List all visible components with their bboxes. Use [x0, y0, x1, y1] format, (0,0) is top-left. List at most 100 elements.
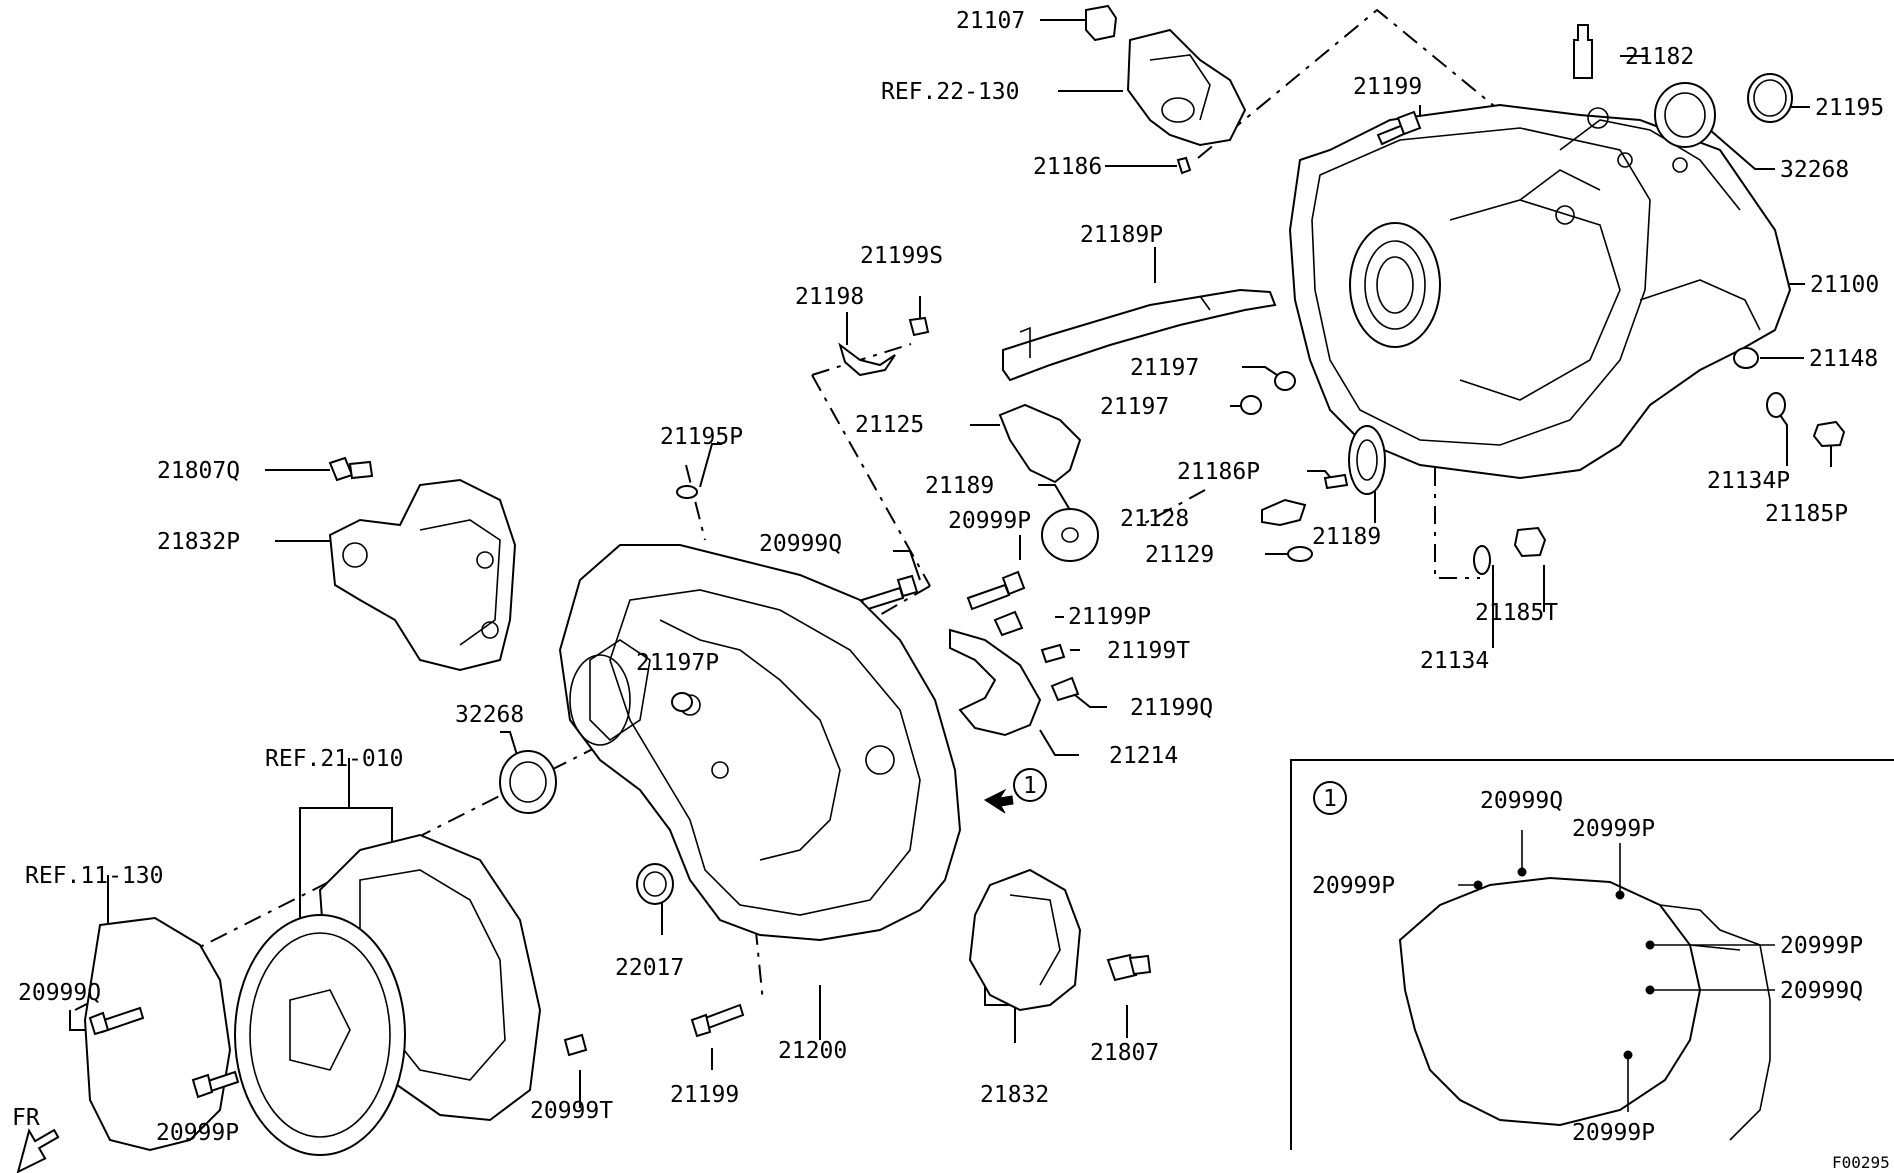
label-21199-top: 21199 [1353, 74, 1422, 100]
label-21198: 21198 [795, 284, 864, 310]
label-32268-top: 32268 [1780, 157, 1849, 183]
shield-21832 [968, 868, 1082, 1012]
plug-21185T [1513, 526, 1547, 558]
label-21148: 21148 [1809, 346, 1878, 372]
inset-label-20999P-left: 20999P [1312, 873, 1395, 899]
cover-21214 [949, 628, 1042, 737]
label-21129: 21129 [1145, 542, 1214, 568]
label-21199S: 21199S [860, 243, 943, 269]
label-21832: 21832 [980, 1082, 1049, 1108]
pin-21186P [1323, 473, 1349, 490]
label-21189-right: 21189 [1312, 524, 1381, 550]
inset-marker-label: 1 [1323, 786, 1337, 812]
label-20999T: 20999T [530, 1098, 613, 1124]
oil-seal-32268-left [499, 750, 557, 814]
label-21134P: 21134P [1707, 468, 1790, 494]
label-21197-b: 21197 [1100, 394, 1169, 420]
label-32268-left: 32268 [455, 702, 524, 728]
label-21128: 21128 [1120, 506, 1189, 532]
inset-label-20999Q-top: 20999Q [1480, 788, 1563, 814]
label-21199P: 21199P [1068, 604, 1151, 630]
clutch-disc [234, 914, 406, 1156]
inset-label-20999P-bottom: 20999P [1572, 1120, 1655, 1146]
oil-seal-32268-top [1654, 82, 1716, 148]
label-21186P: 21186P [1177, 459, 1260, 485]
magnet-holder-21128 [1261, 498, 1307, 527]
ring-21195P [676, 485, 698, 499]
label-21197-a: 21197 [1130, 355, 1199, 381]
label-21125: 21125 [855, 412, 924, 438]
shift-assembly-ref22-130 [1126, 28, 1247, 147]
label-21195P: 21195P [660, 424, 743, 450]
ring-21195 [1747, 73, 1793, 123]
label-21200: 21200 [778, 1038, 847, 1064]
label-21107: 21107 [956, 8, 1025, 34]
callout-arrow-icon [983, 788, 1014, 814]
plug-21197-a [1274, 371, 1296, 391]
bracket-21198 [838, 342, 896, 377]
magnet-21129 [1287, 546, 1313, 562]
label-21134: 21134 [1420, 648, 1489, 674]
inset-label-20999P-right: 20999P [1780, 933, 1863, 959]
oil-trough-21189P [1002, 288, 1277, 382]
plate-21125 [998, 403, 1082, 484]
label-20999P-mid: 20999P [948, 508, 1031, 534]
transaxle-case-21100 [1288, 103, 1792, 480]
label-20999Q-mid: 20999Q [759, 531, 842, 557]
bolt-21199-bottom [690, 1003, 745, 1038]
parts [16, 4, 1846, 1173]
label-fr: FR [12, 1105, 40, 1131]
label-21185T: 21185T [1475, 600, 1558, 626]
flywheel-ref11-130 [83, 916, 232, 1152]
label-21100: 21100 [1810, 272, 1879, 298]
gasket-21134 [1473, 545, 1491, 575]
label-ref21-010: REF.21-010 [265, 746, 403, 772]
label-21197P: 21197P [636, 650, 719, 676]
plug-21197P [671, 692, 693, 712]
label-21214: 21214 [1109, 743, 1178, 769]
pin-21186 [1176, 156, 1192, 175]
label-21185P: 21185P [1765, 501, 1848, 527]
bolt-20999Q-left [88, 1006, 145, 1036]
washer-21189-mid [1041, 508, 1099, 562]
label-21182: 21182 [1625, 44, 1694, 70]
label-21807: 21807 [1090, 1040, 1159, 1066]
breather-21182 [1573, 24, 1593, 79]
label-21199Q: 21199Q [1130, 695, 1213, 721]
bolt-20999P-mid [966, 570, 1026, 611]
inset-labels: 1 20999Q 20999P 20999P 20999P 20999Q 209… [1312, 786, 1863, 1146]
part-labels: 21107 REF.22-130 21186 21182 21199 21195… [12, 8, 1890, 1172]
label-21199-bottom: 21199 [670, 1082, 739, 1108]
bolt-21199S [908, 316, 930, 337]
plug-21185P [1812, 420, 1846, 448]
label-21199T: 21199T [1107, 638, 1190, 664]
label-ref22-130: REF.22-130 [881, 79, 1019, 105]
label-20999P-left: 20999P [156, 1120, 239, 1146]
bolt-21807 [1106, 953, 1152, 982]
label-21189P: 21189P [1080, 222, 1163, 248]
label-21807Q: 21807Q [157, 458, 240, 484]
bracket-21832P [328, 478, 517, 672]
bolt-21199-top [1376, 110, 1422, 146]
plug-21107 [1085, 4, 1118, 42]
label-21189-mid: 21189 [925, 473, 994, 499]
bolt-21199T [1040, 643, 1066, 664]
label-21186: 21186 [1033, 154, 1102, 180]
bolt-20999P-left [191, 1070, 240, 1099]
clutch-housing-21200 [558, 544, 962, 942]
bolt-21807Q [328, 456, 374, 482]
plug-21197-b [1240, 395, 1262, 415]
label-21195: 21195 [1815, 95, 1884, 121]
label-ref11-130: REF.11-130 [25, 863, 163, 889]
label-22017: 22017 [615, 955, 684, 981]
label-20999Q-left: 20999Q [18, 980, 101, 1006]
gasket-21134P [1766, 392, 1786, 418]
oil-seal-22017 [636, 863, 674, 905]
callout-marker-circle [1013, 768, 1047, 802]
inset-label-20999P-top: 20999P [1572, 816, 1655, 842]
inset-panel [1290, 759, 1894, 1150]
washer-21189-right [1348, 425, 1386, 495]
callout-marker-label: 1 [1023, 773, 1037, 799]
bolt-21199Q [1050, 676, 1080, 702]
